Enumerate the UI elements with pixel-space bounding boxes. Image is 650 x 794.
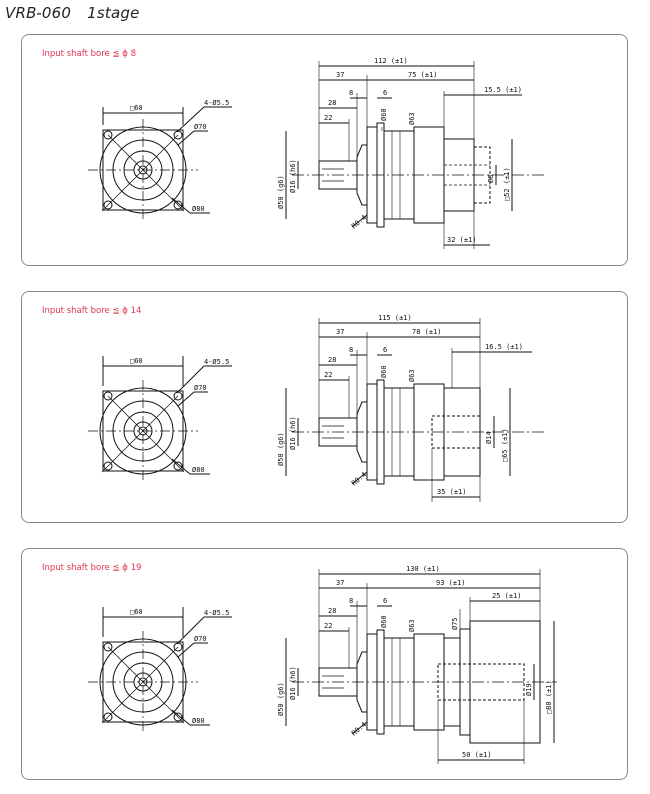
- dim-step-a: 8: [349, 89, 353, 97]
- dim-overall: 115 (±1): [378, 314, 412, 322]
- dim-tail-step: 16.5 (±1): [485, 343, 523, 351]
- panel-label: Input shaft bore ≦ ϕ 14: [42, 306, 142, 316]
- dim-tail-step: 15.5 (±1): [484, 86, 522, 94]
- dim-front: 37: [336, 71, 344, 79]
- dim-body: 93 (±1): [436, 579, 466, 587]
- technical-drawing: □60 4-Ø5.5 Ø70 Ø80 115 (±1) 78 (±1) 37 2…: [88, 314, 547, 502]
- technical-drawing: □60 4-Ø5.5 Ø70 Ø80 112 (±1) 75 (±1) 37 2…: [88, 57, 547, 249]
- dim-adapter-sq: □52 (±1): [503, 167, 511, 201]
- dim-shaft-len: 28: [328, 99, 336, 107]
- dim-bore: Ø8: [487, 175, 495, 183]
- dim-body-diam: Ø63: [408, 112, 416, 125]
- dim-front: 37: [336, 328, 344, 336]
- drawing-panel-bore-14: Input shaft bore ≦ ϕ 14: [21, 291, 628, 523]
- dim-holes: 4-Ø5.5: [204, 609, 229, 617]
- dim-flange: Ø80: [192, 205, 205, 213]
- dim-holes: 4-Ø5.5: [204, 99, 229, 107]
- dim-step-a: 8: [349, 597, 353, 605]
- dim-square: □60: [130, 608, 143, 616]
- dim-tail-step: 25 (±1): [492, 592, 522, 600]
- dim-adapter-len: 32 (±1): [447, 236, 477, 244]
- dim-front: 37: [336, 579, 344, 587]
- technical-drawing: □60 4-Ø5.5 Ø70 Ø80 130 (±1) 93 (±1) 37 2…: [88, 565, 557, 764]
- dim-square: □60: [130, 357, 143, 365]
- dim-spigot: Ø50 (g6): [277, 682, 285, 716]
- dim-key-len: 22: [324, 371, 332, 379]
- dim-adapter-len: 50 (±1): [462, 751, 492, 759]
- dim-adapter-sq: □65 (±1): [501, 428, 509, 462]
- dim-key-len: 22: [324, 622, 332, 630]
- stage-label: 1stage: [87, 4, 140, 22]
- dim-shaft-len: 28: [328, 356, 336, 364]
- dim-overall: 112 (±1): [374, 57, 408, 65]
- dim-pilot: Ø60: [380, 108, 388, 121]
- dim-pilot: Ø60: [380, 365, 388, 378]
- dim-spigot: Ø50 (g6): [277, 175, 285, 209]
- dim-overall: 130 (±1): [406, 565, 440, 573]
- panel-label: Input shaft bore ≦ ϕ 19: [42, 563, 142, 573]
- dim-adapter-len: 35 (±1): [437, 488, 467, 496]
- dim-step-b: 6: [383, 597, 387, 605]
- dim-pcd: Ø70: [194, 123, 207, 131]
- dim-extra-diam: Ø75: [451, 617, 459, 630]
- dim-shaft: Ø16 (h6): [289, 416, 297, 450]
- dim-pcd: Ø70: [194, 384, 207, 392]
- dim-pilot: Ø60: [380, 615, 388, 628]
- dim-body-diam: Ø63: [408, 369, 416, 382]
- dim-step-b: 6: [383, 89, 387, 97]
- dim-square: □60: [130, 104, 143, 112]
- dim-spigot: Ø50 (g6): [277, 432, 285, 466]
- dim-bore: Ø14: [485, 431, 493, 444]
- dim-shaft: Ø16 (h6): [289, 666, 297, 700]
- dim-body: 78 (±1): [412, 328, 442, 336]
- dim-flange: Ø80: [192, 717, 205, 725]
- dim-body-diam: Ø63: [408, 619, 416, 632]
- panel-label: Input shaft bore ≦ ϕ 8: [42, 49, 136, 59]
- model-name: VRB-060: [5, 4, 72, 22]
- dim-flange: Ø80: [192, 466, 205, 474]
- page-title: VRB-060 1stage: [5, 4, 140, 22]
- dim-key-len: 22: [324, 114, 332, 122]
- dim-step-b: 6: [383, 346, 387, 354]
- dim-adapter-sq: □80 (±1): [545, 680, 553, 714]
- dim-pcd: Ø70: [194, 635, 207, 643]
- drawing-panel-bore-19: Input shaft bore ≦ ϕ 19: [21, 548, 628, 780]
- dim-holes: 4-Ø5.5: [204, 358, 229, 366]
- dim-step-a: 8: [349, 346, 353, 354]
- dim-body: 75 (±1): [408, 71, 438, 79]
- dim-bore: Ø19: [525, 683, 533, 696]
- drawing-panel-bore-8: Input shaft bore ≦ ϕ 8: [21, 34, 628, 266]
- dim-shaft-len: 28: [328, 607, 336, 615]
- dim-shaft: Ø16 (h6): [289, 159, 297, 193]
